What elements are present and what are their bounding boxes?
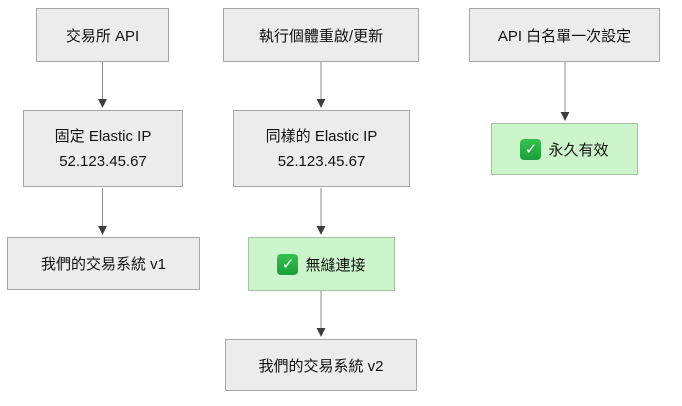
node-label: 我們的交易系統 v2 [258,357,384,375]
node-label-line2: 52.123.45.67 [277,152,366,170]
node-label: 永久有效 [548,141,609,159]
node-label-line1: 同樣的 Elastic IP [265,127,378,145]
node-label: 無縫連接 [305,256,366,274]
node-api-whitelist: API 白名單一次設定 [469,8,660,62]
node-instance-restart: 執行個體重啟/更新 [223,8,419,62]
node-label-line2: 52.123.45.67 [59,152,147,170]
node-trading-system-v1: 我們的交易系統 v1 [7,237,200,290]
node-exchange-api: 交易所 API [36,8,169,62]
node-label: API 白名單一次設定 [497,27,632,45]
node-label-line1: 固定 Elastic IP [54,127,152,145]
check-mark-icon: ✓ [520,138,542,160]
node-label: 交易所 API [65,27,140,45]
node-seamless-connection: ✓ 無縫連接 [248,237,395,291]
node-fixed-elastic-ip: 固定 Elastic IP 52.123.45.67 [23,110,183,187]
check-mark-icon: ✓ [277,253,299,275]
node-same-elastic-ip: 同樣的 Elastic IP 52.123.45.67 [233,110,410,187]
node-label: 執行個體重啟/更新 [258,27,384,45]
node-trading-system-v2: 我們的交易系統 v2 [225,339,417,391]
node-permanent-valid: ✓ 永久有效 [491,123,638,175]
node-label: 我們的交易系統 v1 [40,256,166,273]
